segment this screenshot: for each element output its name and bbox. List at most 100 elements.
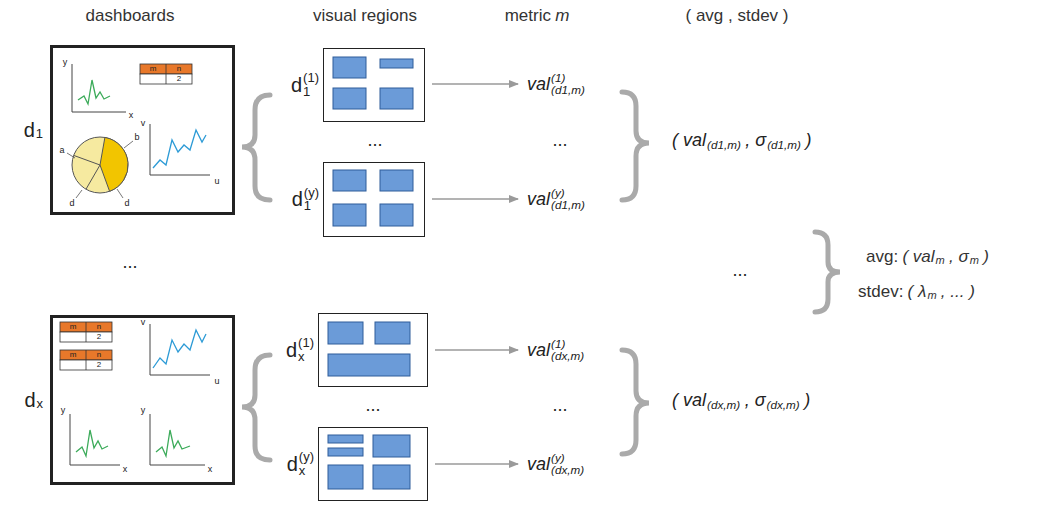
superscript: (y) bbox=[551, 452, 584, 464]
node-heading: d1 bbox=[24, 119, 43, 141]
label-text: m bbox=[70, 322, 77, 331]
label-text: ( avg , stdev ) bbox=[686, 6, 789, 26]
subscript: x bbox=[298, 350, 314, 364]
label-text: v bbox=[141, 118, 146, 128]
subscript: (d1,m) bbox=[707, 137, 741, 150]
index-stack: (y)(d1,m) bbox=[551, 187, 585, 212]
text-run: 2 bbox=[177, 74, 181, 83]
label-text: ... bbox=[732, 260, 747, 281]
label-text: metric bbox=[505, 6, 551, 26]
chart-line bbox=[153, 130, 206, 168]
label-text: , σ bbox=[745, 130, 766, 151]
text-run: b bbox=[134, 132, 139, 142]
leader-line bbox=[67, 141, 133, 198]
superscript: (y) bbox=[304, 186, 319, 200]
subscript: 1 bbox=[303, 85, 319, 99]
text-run: metricm bbox=[505, 6, 570, 26]
label-text: val bbox=[527, 189, 550, 210]
index-stack: (1)(d1,m) bbox=[551, 72, 585, 97]
text-run: a bbox=[59, 145, 64, 155]
text-run: val(1)(d1,m) bbox=[527, 72, 585, 97]
text-run: m bbox=[70, 322, 77, 331]
chart-line bbox=[76, 430, 108, 456]
index-stack: (1)(dx,m) bbox=[551, 338, 584, 363]
subscript: (d1,m) bbox=[767, 137, 801, 150]
label-text: m bbox=[150, 64, 157, 73]
subscript: (dx,m) bbox=[707, 397, 740, 410]
label-text: x bbox=[129, 110, 134, 120]
region-box: d(y)x bbox=[318, 427, 428, 501]
chart-axes bbox=[70, 414, 120, 465]
node-heading: dx bbox=[24, 389, 43, 411]
brace bbox=[242, 92, 840, 460]
node-label: d bbox=[292, 189, 303, 211]
text-run: v bbox=[141, 118, 146, 128]
label-text: ... bbox=[365, 395, 380, 416]
label-text: 2 bbox=[97, 332, 101, 341]
label-text: ) bbox=[983, 247, 989, 267]
dashboard-illustration bbox=[60, 322, 210, 465]
text-run: d bbox=[69, 198, 74, 208]
label-text: v bbox=[141, 317, 146, 327]
label-text: , σ bbox=[949, 247, 969, 267]
superscript: (1) bbox=[298, 336, 314, 350]
subscript: 1 bbox=[36, 127, 43, 141]
label-text: ( val bbox=[672, 130, 706, 151]
chart-axes bbox=[150, 324, 210, 375]
label-text: x bbox=[208, 464, 213, 474]
region-box: d(1)1 bbox=[323, 48, 425, 122]
text-run: u bbox=[214, 176, 219, 186]
pie-slice bbox=[100, 137, 128, 191]
subscript: m bbox=[970, 255, 979, 268]
subscript: (d1,m) bbox=[551, 84, 585, 96]
text-run: y bbox=[141, 405, 146, 415]
text-run: m bbox=[70, 350, 77, 359]
label-text: y bbox=[63, 57, 68, 67]
index-stack: (1)x bbox=[298, 336, 314, 363]
text-run: avg:( valm, σm) bbox=[866, 247, 989, 267]
label-text: val bbox=[527, 340, 550, 361]
text-run: ... bbox=[367, 130, 382, 151]
label-text: d bbox=[69, 198, 74, 208]
chart-axes bbox=[150, 124, 210, 175]
text-run: n bbox=[177, 64, 181, 73]
index-stack: (y)x bbox=[299, 450, 314, 477]
text-run: val(1)(dx,m) bbox=[527, 338, 584, 363]
label-text: ... bbox=[552, 130, 567, 151]
label-text: u bbox=[214, 176, 219, 186]
text-run: n bbox=[97, 350, 101, 359]
label-text: ... bbox=[122, 252, 137, 273]
subscript: x bbox=[299, 464, 314, 478]
label-text: 2 bbox=[177, 74, 181, 83]
subscript: (dx,m) bbox=[551, 464, 584, 476]
table-divider bbox=[86, 322, 87, 342]
label-text: d bbox=[124, 198, 129, 208]
subscript: (dx,m) bbox=[551, 350, 584, 362]
label-text: a bbox=[59, 145, 64, 155]
text-run: u bbox=[214, 376, 219, 386]
text-run: visual regions bbox=[313, 6, 417, 26]
text-run: d bbox=[124, 198, 129, 208]
text-run: 2 bbox=[97, 360, 101, 369]
node-label: d bbox=[286, 339, 297, 361]
text-run: val(y)(dx,m) bbox=[527, 452, 584, 477]
label-text: val bbox=[527, 74, 550, 95]
label-text: m bbox=[70, 350, 77, 359]
superscript: (y) bbox=[299, 450, 314, 464]
text-run: ... bbox=[552, 395, 567, 416]
node-label: d bbox=[291, 74, 302, 96]
node-label: d bbox=[24, 389, 35, 411]
text-run: ... bbox=[732, 260, 747, 281]
label-text: visual regions bbox=[313, 6, 417, 26]
label-text: x bbox=[123, 464, 128, 474]
text-run: ... bbox=[552, 130, 567, 151]
text-run: x bbox=[208, 464, 213, 474]
node-label: d bbox=[24, 119, 35, 141]
text-run: dashboards bbox=[86, 6, 175, 26]
label-text: n bbox=[97, 322, 101, 331]
label-text: m bbox=[555, 6, 569, 26]
dashboard-illustration bbox=[67, 64, 210, 198]
dashboard-box: dx bbox=[50, 315, 235, 485]
table-divider bbox=[166, 64, 167, 84]
dashboard-box: d1 bbox=[50, 45, 235, 215]
